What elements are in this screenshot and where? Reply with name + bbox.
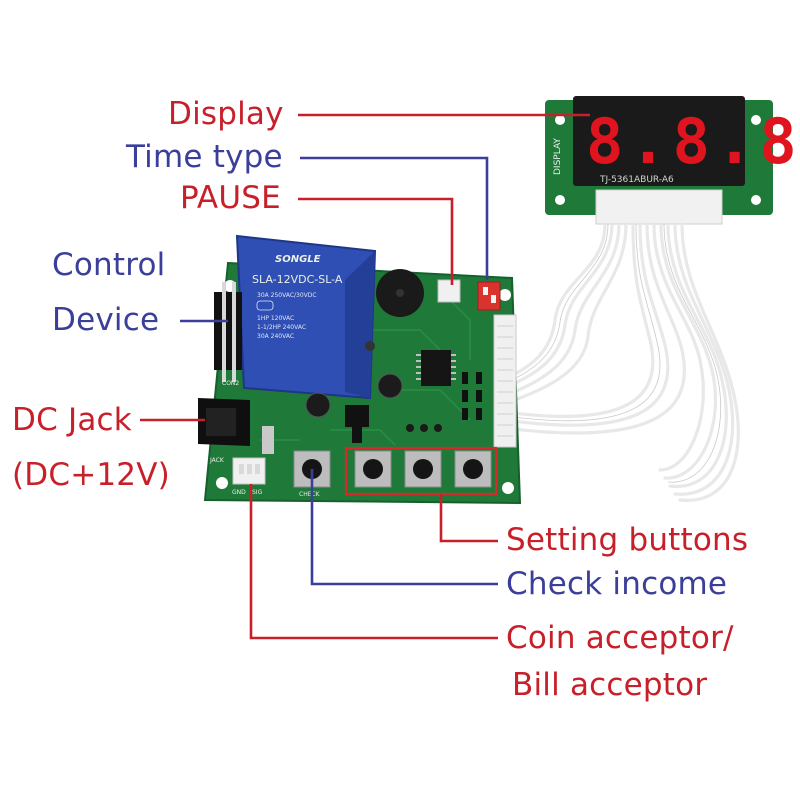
mount-hole — [502, 482, 514, 494]
switch-lever — [491, 295, 496, 303]
buzzer-hole — [396, 289, 404, 297]
display-side-text: DISPLAY — [553, 138, 563, 175]
label-coin-acceptor: Coin acceptor/ — [506, 620, 734, 656]
relay-model: SLA-12VDC-SL-A — [252, 273, 343, 286]
terminal-pin — [222, 282, 226, 382]
ic-chip — [421, 350, 451, 386]
dc-jack-inner — [206, 408, 236, 436]
setting-buttons-leader — [439, 494, 498, 543]
jack-label: JACK — [209, 457, 225, 464]
time-type-leader — [300, 156, 489, 280]
led-digits: 8.8.8 — [586, 105, 800, 178]
relay-brand: SONGLE — [275, 254, 321, 265]
terminal-pin — [232, 282, 236, 382]
setting-button-1-cap[interactable] — [363, 459, 383, 479]
cqc-mark — [256, 300, 274, 311]
leader-lines — [140, 113, 590, 640]
coin-connector-pin — [247, 464, 252, 474]
pause-leader — [298, 197, 454, 285]
relay-rating2: 1HP 120VAC — [257, 315, 294, 322]
label-check-income: Check income — [506, 566, 728, 602]
setting-buttons-highlight — [344, 446, 498, 496]
label-dc-voltage: (DC+12V) — [12, 457, 170, 493]
ribbon-cable-shade — [504, 223, 722, 483]
label-control: Control — [52, 247, 166, 283]
voltage-regulator — [345, 405, 369, 427]
resistor-row — [462, 372, 482, 420]
regulator-body — [352, 427, 362, 443]
setting-button-2-cap[interactable] — [413, 459, 433, 479]
ic-pins — [416, 354, 456, 380]
coin-acceptor-leader — [249, 484, 498, 640]
relay-rating4: 30A 240VAC — [257, 333, 294, 340]
mount-hole — [555, 115, 565, 125]
setting-button-3[interactable] — [454, 450, 492, 488]
capacitor — [377, 373, 403, 399]
con-label: CON2 — [222, 380, 239, 387]
relay-side — [345, 251, 375, 398]
mount-hole — [499, 289, 511, 301]
display-module: 8.8.8 TJ-5361ABUR-A6 DISPLAY — [545, 96, 800, 225]
side-connector — [262, 426, 274, 454]
label-dc-jack: DC Jack — [12, 402, 132, 438]
label-setting-buttons: Setting buttons — [506, 522, 749, 558]
check-income-leader — [310, 469, 498, 586]
signal-label: SIG — [252, 489, 263, 496]
setting-button-3-cap[interactable] — [463, 459, 483, 479]
display-connector — [595, 189, 723, 225]
capacitor — [305, 392, 331, 418]
header-slots — [497, 325, 513, 437]
label-time-type: Time type — [126, 139, 283, 175]
display-part-number: TJ-5361ABUR-A6 — [599, 175, 674, 185]
pause-connector — [437, 279, 461, 303]
time-type-switch — [477, 281, 501, 311]
relay-rating3: 1-1/2HP 240VAC — [257, 324, 306, 331]
gnd-label: GND — [232, 489, 246, 496]
label-bill-acceptor: Bill acceptor — [512, 667, 708, 703]
three-pin-header — [406, 424, 442, 432]
switch-lever — [483, 287, 488, 295]
label-device: Device — [52, 302, 160, 338]
control-terminal — [214, 292, 242, 370]
mount-hole — [751, 115, 761, 125]
label-pause: PAUSE — [180, 180, 281, 216]
label-display: Display — [168, 96, 284, 132]
led-display-body — [573, 96, 745, 186]
main-board: SONGLE SLA-12VDC-SL-A 30A 250VAC/30VDC 1… — [198, 234, 522, 505]
coin-connector-pin — [239, 464, 244, 474]
mount-hole — [751, 195, 761, 205]
mount-hole — [555, 195, 565, 205]
check-label: CHECK — [299, 491, 321, 498]
relay-rating1: 30A 250VAC/30VDC — [257, 292, 317, 299]
mount-hole — [216, 477, 228, 489]
ribbon-cable — [503, 222, 740, 502]
coin-connector-pin — [255, 464, 260, 474]
small-component — [365, 341, 375, 351]
